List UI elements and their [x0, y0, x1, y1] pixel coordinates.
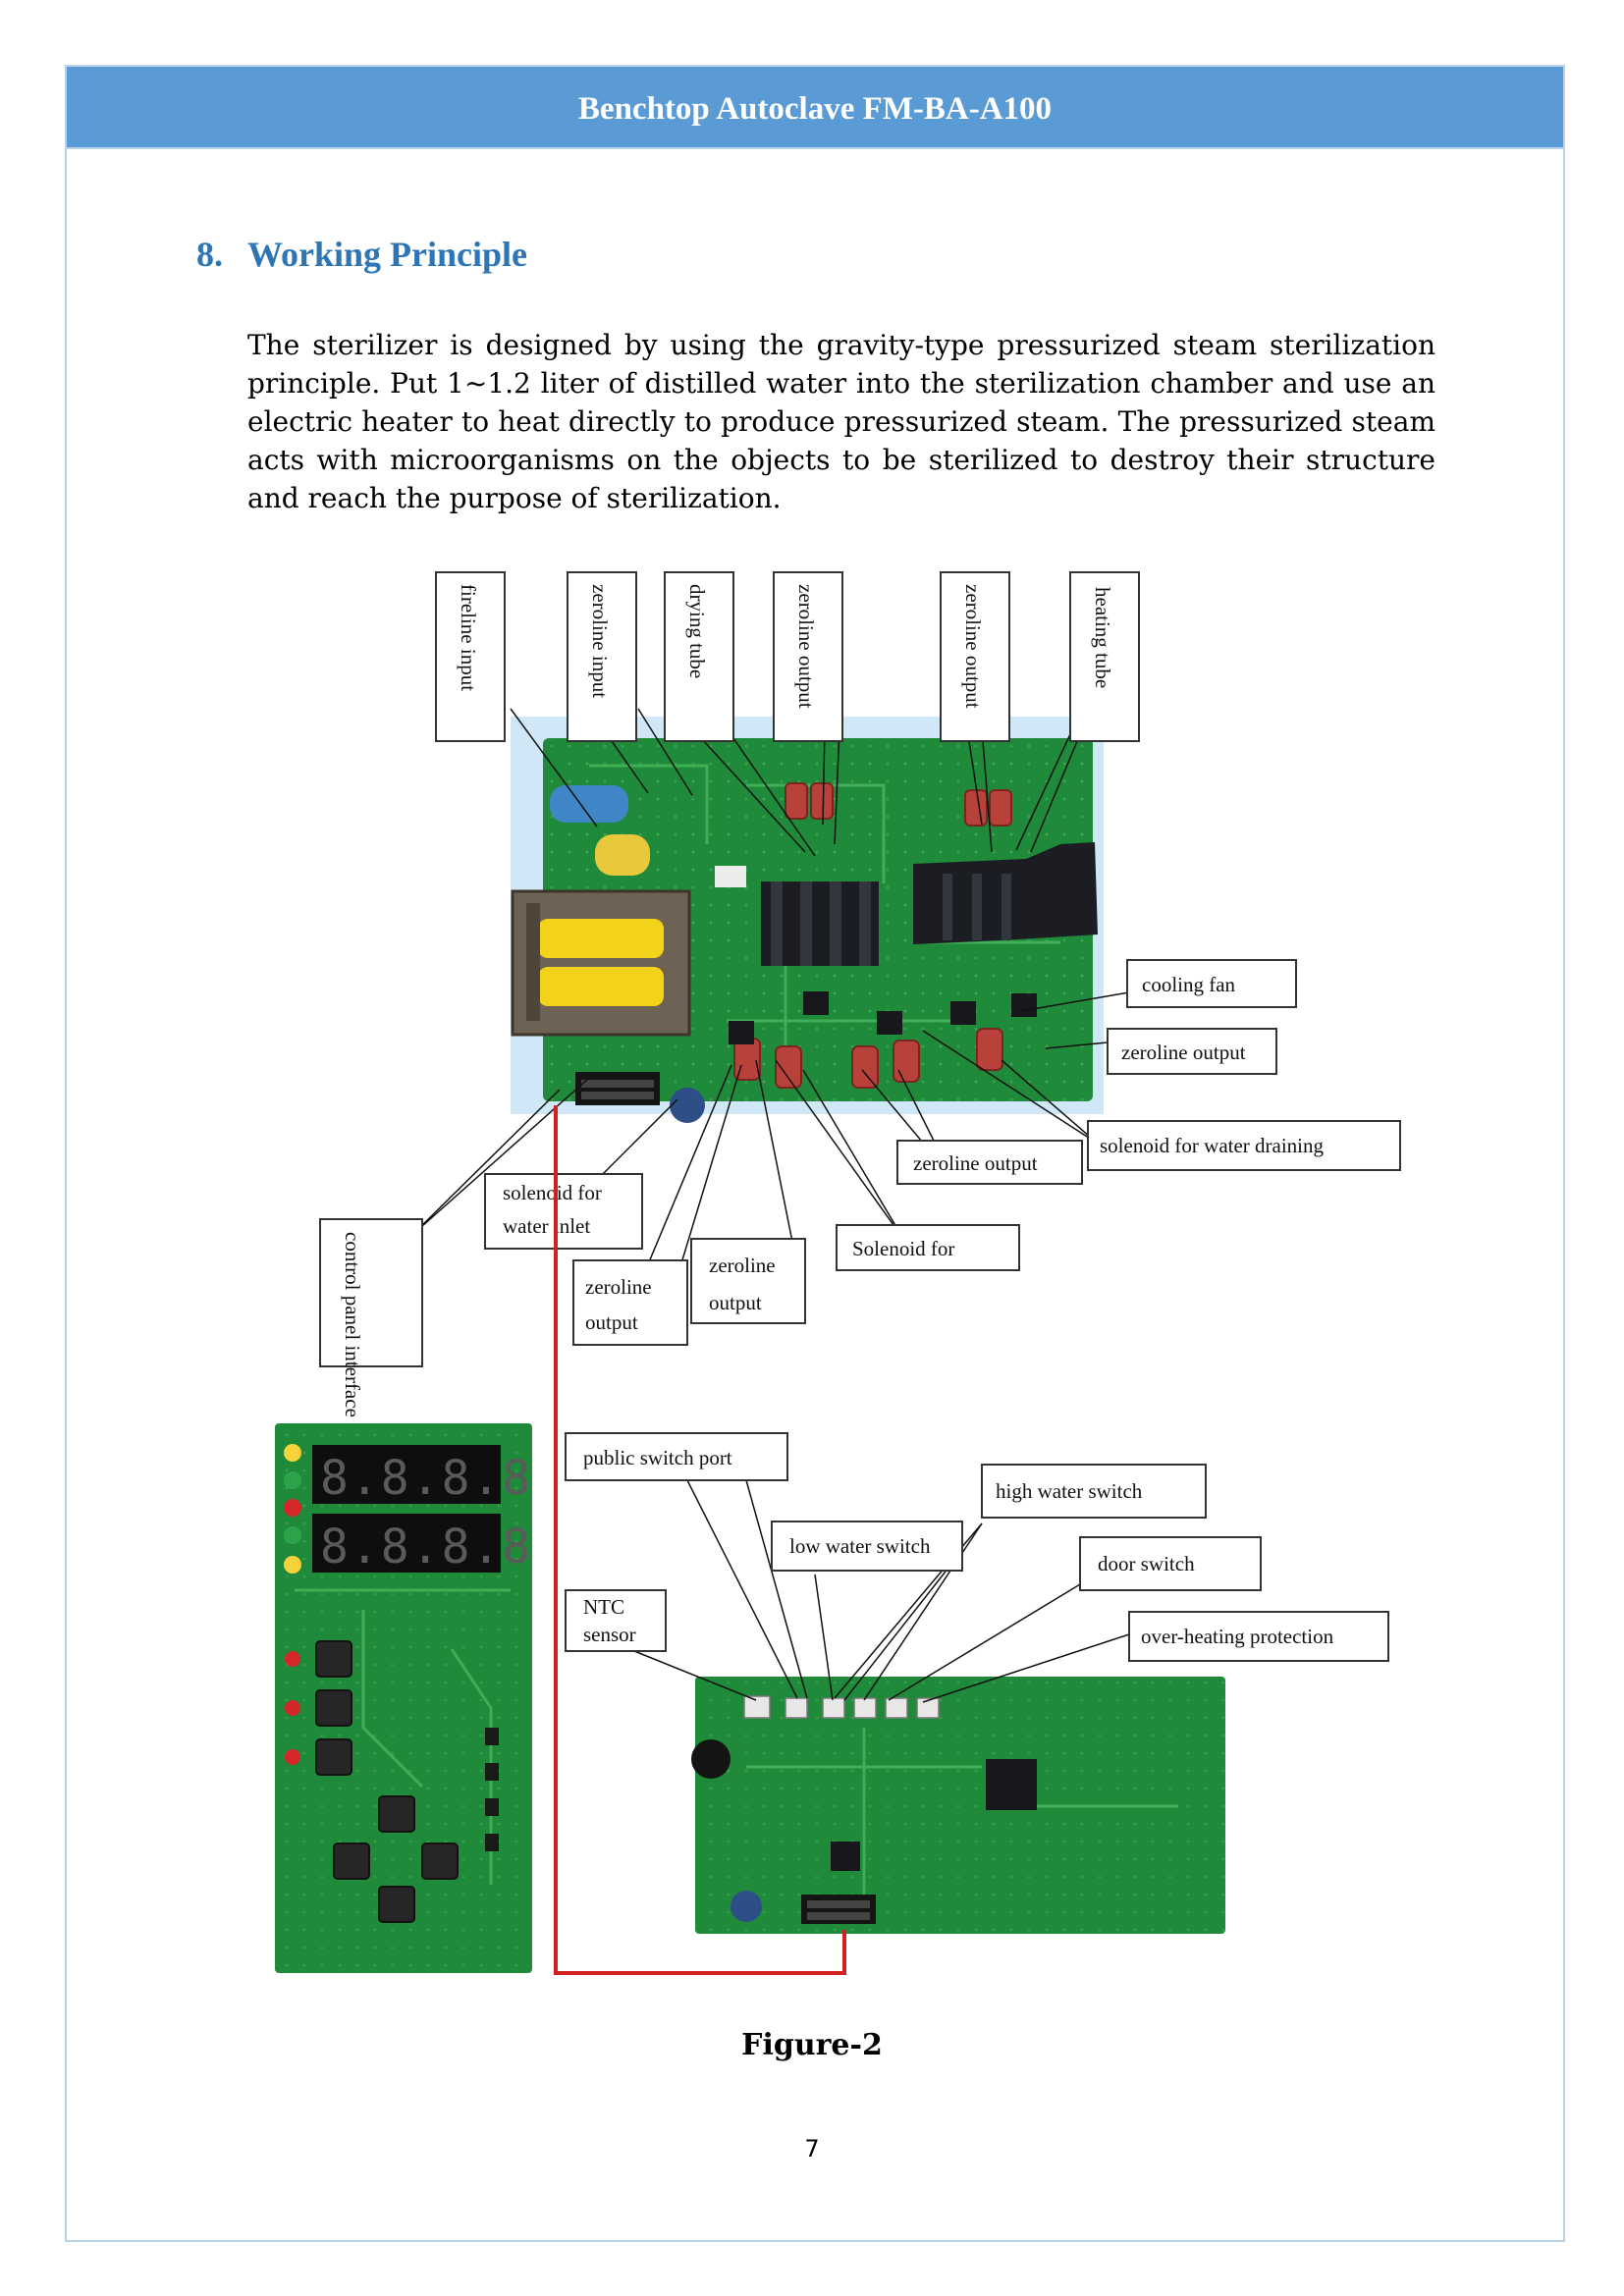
figure-caption: Figure-2: [741, 2028, 883, 2062]
section-title: Working Principle: [247, 235, 528, 274]
body-paragraph: The sterilizer is designed by using the …: [247, 329, 1435, 514]
section-heading: 8. Working Principle: [196, 234, 527, 275]
document-header: Benchtop Autoclave FM-BA-A100: [65, 65, 1565, 149]
page-number: 7: [804, 2135, 820, 2163]
section-number: 8.: [196, 235, 223, 274]
